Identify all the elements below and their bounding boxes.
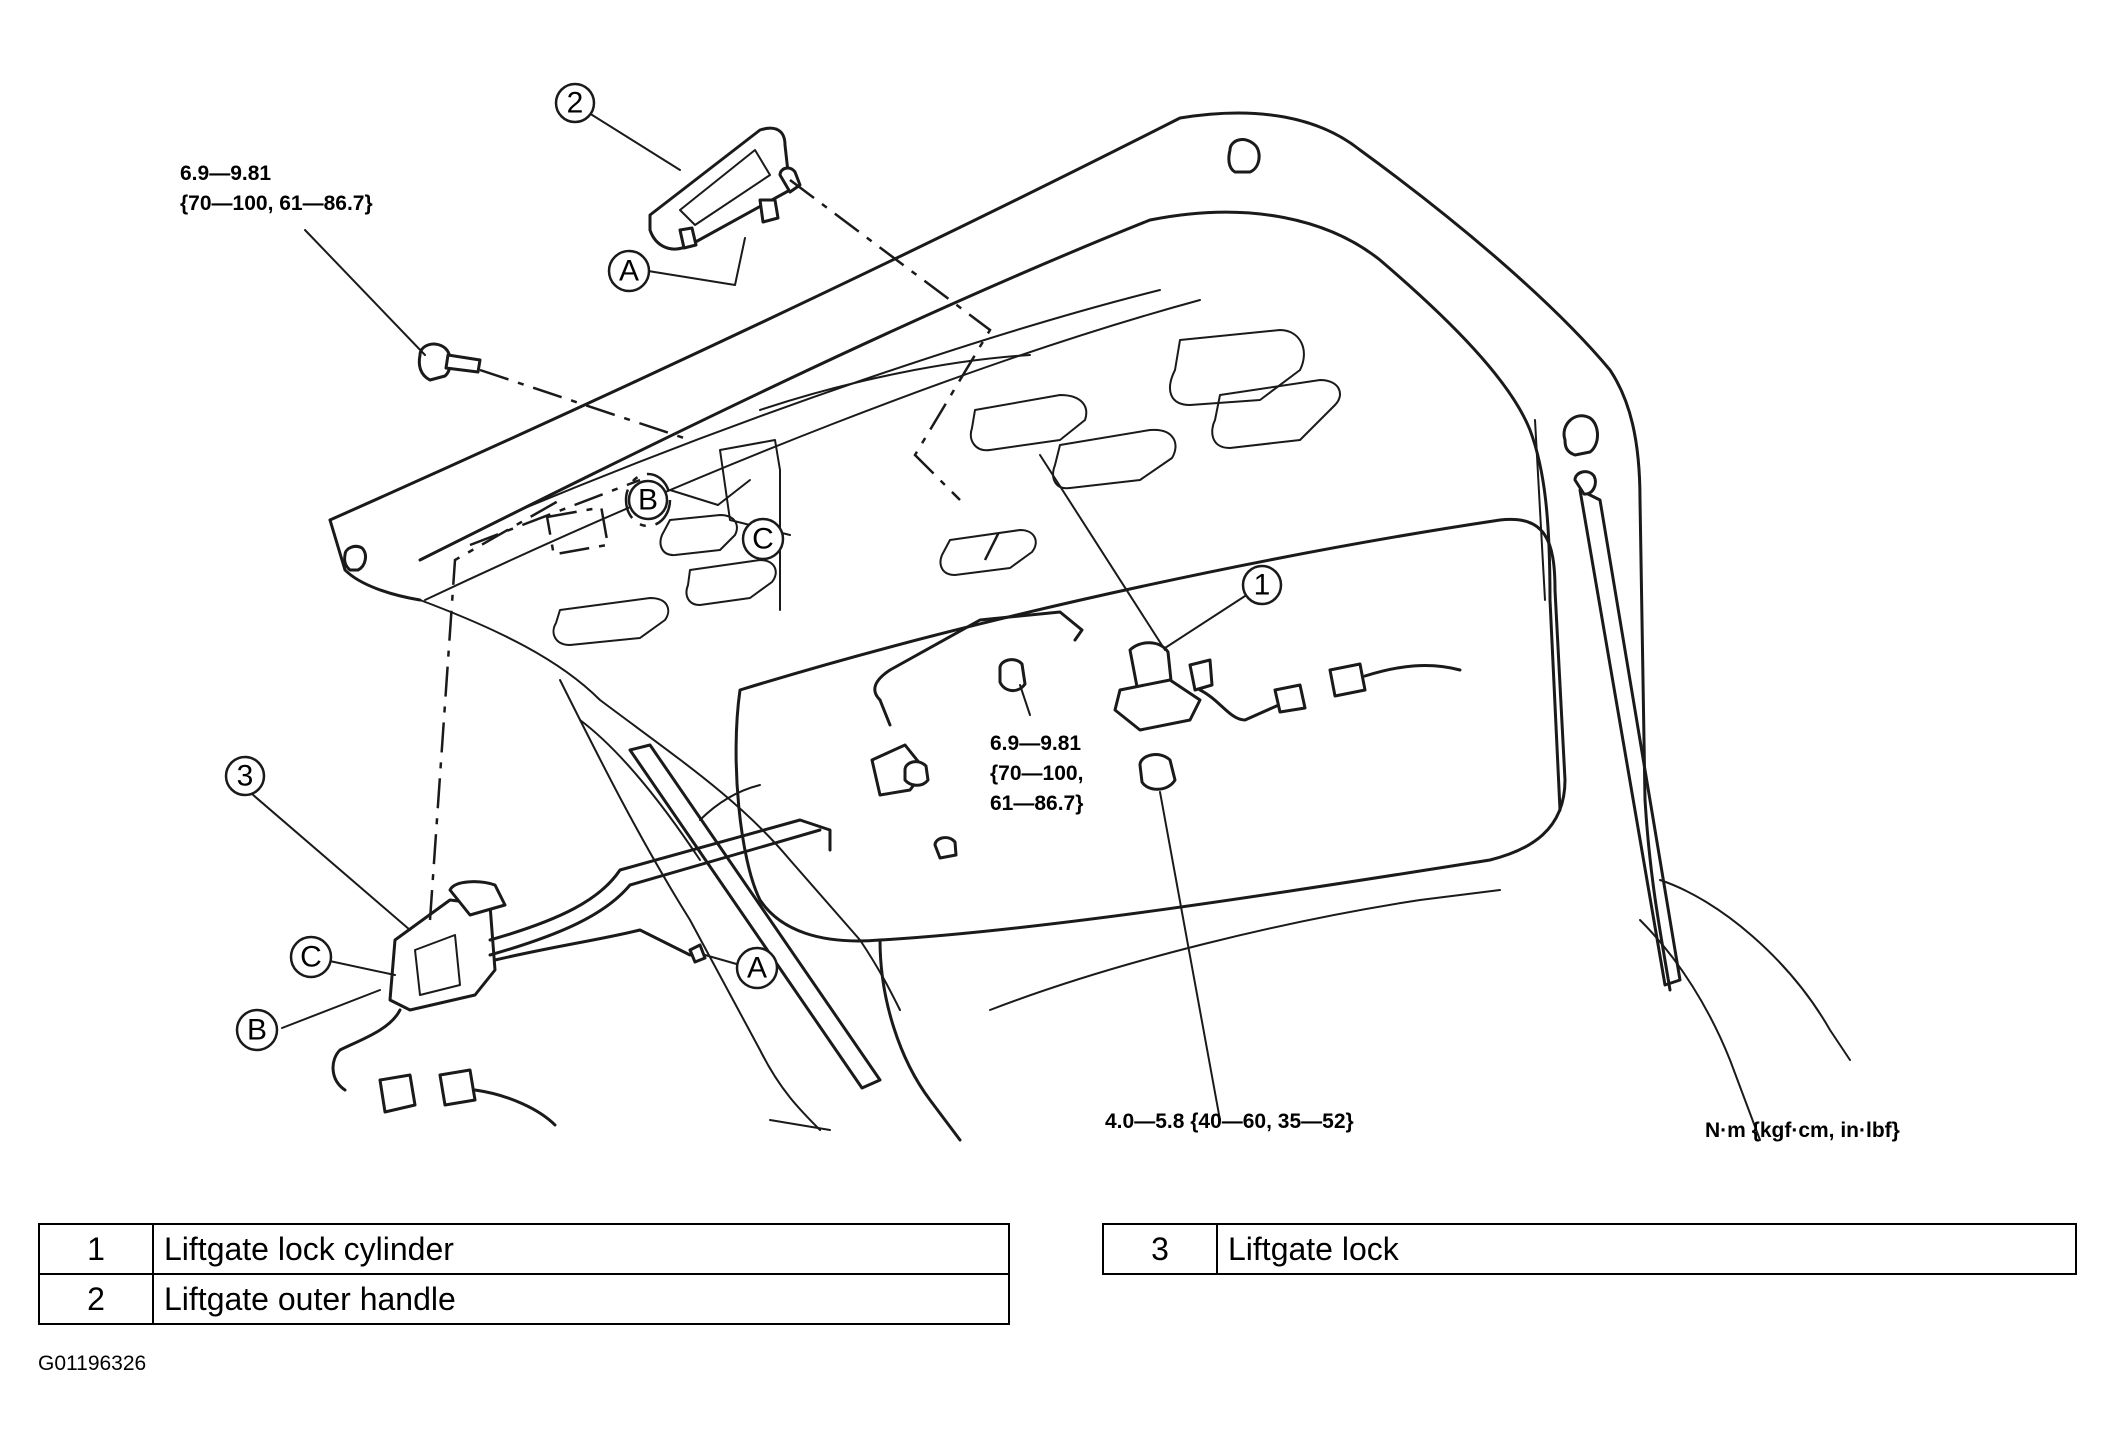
figure-code: G01196326 — [38, 1352, 147, 1375]
callout-a-lower: A — [735, 946, 779, 990]
callout-c-upper: C — [741, 517, 785, 561]
legend-row: 2 Liftgate outer handle — [38, 1273, 1010, 1325]
legend-number: 3 — [1102, 1223, 1218, 1275]
legend-part-name: Liftgate outer handle — [152, 1273, 1010, 1325]
svg-text:C: C — [752, 523, 774, 556]
svg-text:3: 3 — [237, 760, 254, 793]
liftgate-panel — [328, 111, 1851, 1142]
liftgate-strut-left — [628, 743, 882, 1090]
svg-text:A: A — [619, 255, 639, 288]
callout-b-upper: B — [627, 479, 669, 521]
alignment-dashed-lines — [428, 179, 1002, 921]
liftgate-lock-cylinder-part — [1113, 641, 1462, 791]
callout-a-top: A — [607, 249, 651, 293]
legend-part-name: Liftgate lock — [1216, 1223, 2077, 1275]
liftgate-strut-right — [1573, 470, 1682, 987]
svg-text:1: 1 — [1254, 569, 1271, 602]
liftgate-lock-part — [331, 818, 832, 1127]
torque-units-label: N·m {kgf·cm, in·lbf} — [1705, 1119, 1900, 1142]
svg-text:B: B — [247, 1014, 267, 1047]
callout-b-lower: B — [235, 1008, 279, 1052]
torque-center-nut-line3: 61—86.7} — [990, 792, 1083, 815]
torque-center-nut-line2: {70—100, — [990, 762, 1083, 785]
torque-cylinder-nut: 4.0—5.8 {40—60, 35—52} — [1105, 1110, 1354, 1133]
legend-part-name: Liftgate lock cylinder — [152, 1223, 1010, 1275]
torque-handle-bolt-line2: {70—100, 61—86.7} — [180, 192, 373, 215]
callout-2: 2 — [554, 82, 596, 124]
callout-3: 3 — [224, 755, 266, 797]
svg-text:B: B — [638, 484, 658, 517]
svg-text:C: C — [300, 941, 322, 974]
lock-actuator-middle — [870, 743, 958, 860]
legend-number: 1 — [38, 1223, 154, 1275]
lock-rod-center — [873, 610, 1084, 727]
parts-legend-left: 1 Liftgate lock cylinder 2 Liftgate oute… — [38, 1223, 1010, 1325]
svg-text:A: A — [747, 952, 767, 985]
legend-row: 1 Liftgate lock cylinder — [38, 1223, 1010, 1275]
torque-center-nut-line1: 6.9—9.81 — [990, 732, 1081, 755]
legend-row: 3 Liftgate lock — [1102, 1223, 2077, 1275]
parts-legend-right: 3 Liftgate lock — [1102, 1223, 2077, 1275]
liftgate-outer-handle-part — [648, 126, 802, 251]
callout-1: 1 — [1241, 564, 1283, 606]
callout-c-lower: C — [289, 935, 333, 979]
torque-handle-bolt-line1: 6.9—9.81 — [180, 162, 271, 185]
handle-bolt — [417, 342, 482, 382]
dashed-clips — [545, 472, 672, 556]
legend-number: 2 — [38, 1273, 154, 1325]
svg-text:2: 2 — [567, 87, 584, 120]
